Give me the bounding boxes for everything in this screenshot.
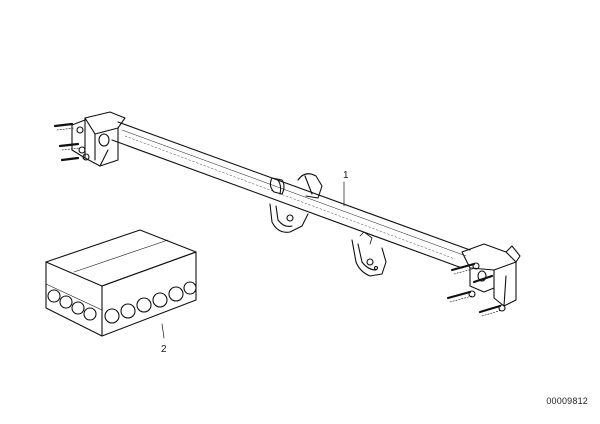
document-number: 00009812 [546, 396, 588, 406]
upper-lug [297, 173, 323, 199]
callout-label-1: 1 [343, 170, 349, 181]
callout-label-2: 2 [161, 344, 167, 355]
tow-bar-crossmember [53, 111, 521, 317]
tube-collar [269, 177, 285, 195]
left-mounting-bracket [71, 111, 126, 167]
lower-hook-bracket [269, 203, 309, 233]
left-studs [53, 122, 90, 162]
bolt-kit-box [45, 229, 197, 337]
coupling-plate [351, 231, 387, 277]
callout-2-leader [161, 323, 165, 339]
right-studs [446, 262, 506, 317]
right-mounting-bracket [461, 243, 521, 307]
